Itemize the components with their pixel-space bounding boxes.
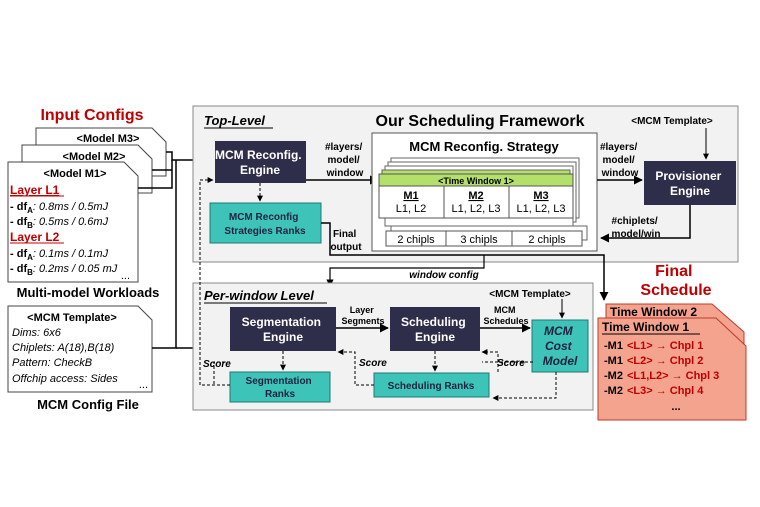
l1-dfb-line: - dfB: 0.5ms / 0.6mJ [10,216,109,230]
config-dims: Dims: 6x6 [12,327,62,339]
schedule-entry-4: -M2<L3> → Chpl 4 [604,385,704,397]
l2-dfb-line: - dfB: 0.2ms / 0.05 mJ [10,263,118,277]
schedule-ellipsis: ... [671,401,680,413]
time-window-2-label: Time Window 2 [610,305,697,319]
svg-text:-M2<L3> → Chpl 4: -M2<L3> → Chpl 4 [604,385,704,397]
top-level-label: Top-Level [204,113,265,128]
model-m1-label: <Model M1> [44,168,107,180]
svg-text:-M2<L1,L2> → Chpl 3: -M2<L1,L2> → Chpl 3 [604,370,719,382]
framework-title: Our Scheduling Framework [376,113,585,130]
strategy-model-m3: M3 L1, L2, L3 [517,190,566,215]
chiplet-count-row [385,230,583,247]
workloads-caption: Multi-model Workloads [17,285,160,300]
config-chiplets: Chiplets: A(18),B(18) [12,342,115,354]
provisioner-engine-label: Provisioner Engine [655,169,724,198]
chiplet-count-m1: 2 chipls [397,234,435,246]
scheduling-ranks-label: Scheduling Ranks [388,381,475,392]
provisioner-engine-box [644,161,736,205]
chiplet-count-m3: 2 chipls [528,234,566,246]
layers-in-label: #layers/ model/ window [325,142,365,179]
strategy-title: MCM Reconfig. Strategy [409,139,559,154]
strategy-model-m2: M2 L1, L2, L3 [452,190,501,215]
model-m3-label: <Model M3> [77,133,140,145]
segmentation-ranks-label: Segmentation Ranks [246,376,315,400]
top-template-label: <MCM Template> [631,116,713,127]
model-m1-document: <Model M1> Layer L1 - dfA: 0.8ms / 0.5mJ… [7,161,139,283]
layer-l2-heading: Layer L2 [10,230,60,244]
bottom-template-label: <MCM Template> [489,289,571,300]
mcm-schedules-label: MCM Schedules [483,305,528,326]
final-schedule-title: Final Schedule [640,263,711,299]
strategy-time-window-1: <Time Window 1> [438,176,514,186]
segmentation-engine-box [230,307,336,351]
score-label-1: Score [203,359,231,370]
l1-dfa-line: - dfA: 0.8ms / 0.5mJ [10,201,109,215]
strategy-model-m1: M1 L1, L2 [396,190,427,215]
schedule-entry-2: -M1<L2> → Chpl 2 [604,355,703,367]
strategies-ranks-label: MCM Reconfig Strategies Ranks [224,212,306,237]
final-output-label: Final output [330,229,362,253]
chiplet-count-m2: 3 chipls [460,234,498,246]
svg-text:M3: M3 [533,190,548,202]
time-window-1-card [597,317,747,421]
mcm-config-document: <MCM Template> Dims: 6x6 Chiplets: A(18)… [7,305,153,393]
svg-text:-M1<L1> → Chpl 1: -M1<L1> → Chpl 1 [604,340,703,352]
segmentation-engine-label: Segmentation Engine [242,315,325,344]
layer-l1-heading: Layer L1 [10,183,60,197]
strategies-ranks-box [209,202,322,244]
svg-text:-M1<L2> → Chpl 2: -M1<L2> → Chpl 2 [604,355,703,367]
svg-text:L1, L2, L3: L1, L2, L3 [517,203,566,215]
score-label-3: Score [497,358,525,369]
reconfig-engine-box [215,141,306,183]
config-template-label: <MCM Template> [27,312,117,324]
schedule-entry-1: -M1<L1> → Chpl 1 [604,340,703,352]
score-label-2: Score [359,358,387,369]
window-config-label: window config [409,270,478,281]
layer-segments-label: Layer Segments [341,305,384,326]
config-offchip: Offchip access: Sides [12,373,118,385]
config-pattern: Pattern: CheckB [12,357,92,369]
scheduling-engine-label: Scheduling Engine [401,315,469,344]
svg-text:M2: M2 [468,190,483,202]
layers-out-label: #layers/ model/ window [600,142,640,179]
chiplets-out-label: #chiplets/ model/win [612,216,661,240]
l2-dfa-line: - dfA: 0.1ms / 0.1mJ [10,248,109,262]
segmentation-ranks-box [229,371,331,403]
svg-text:M1: M1 [403,190,418,202]
time-window-1-label: Time Window 1 [602,320,689,334]
svg-text:L1, L2, L3: L1, L2, L3 [452,203,501,215]
config-caption: MCM Config File [37,397,139,412]
scheduling-engine-box [390,307,480,351]
input-configs-title: Input Configs [40,107,143,124]
per-window-label: Per-window Level [204,288,314,303]
svg-text:L1, L2: L1, L2 [396,203,427,215]
cost-model-box [531,319,589,373]
cost-model-label: MCM Cost Model [543,324,578,368]
config-ellipsis: ... [139,379,148,391]
model-ellipsis: ... [121,270,130,282]
reconfig-engine-label: MCM Reconfig. Engine [215,148,305,177]
schedule-entry-3: -M2<L1,L2> → Chpl 3 [604,370,719,382]
model-m2-label: <Model M2> [63,151,126,163]
